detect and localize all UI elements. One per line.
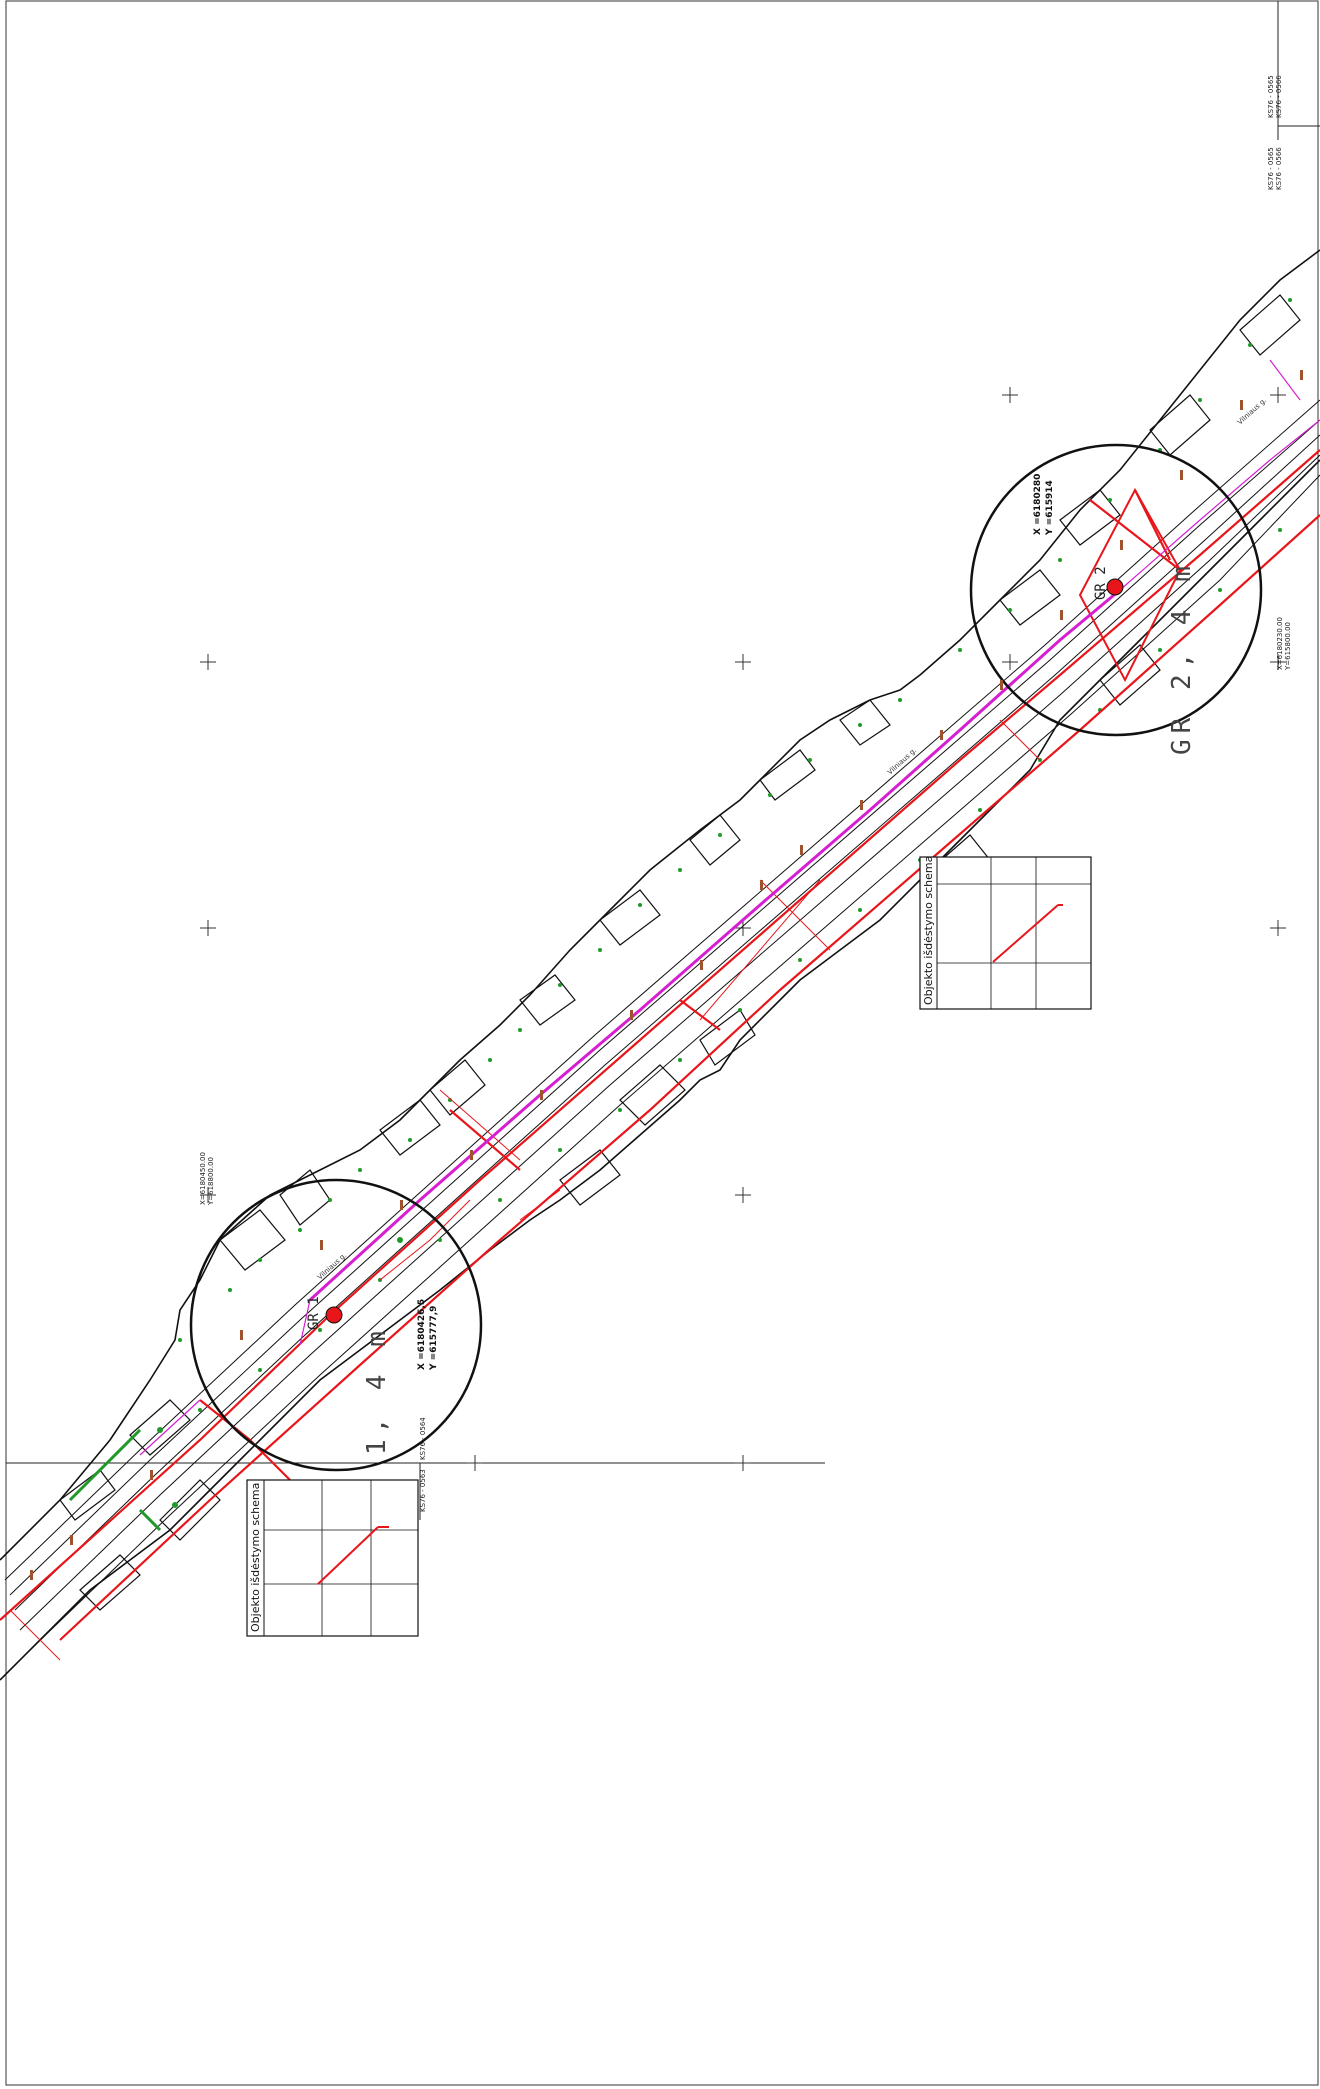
grid-crosses [200,387,1286,1471]
sheet-grid-top-right [1277,1,1320,140]
coord-label-2-x: X=6180230.00 [1276,617,1284,670]
survey-annotations [30,370,1303,1580]
gr2-x-coord: X =6180280 [1033,474,1043,535]
schema-box-2-title: Objekto išdėstymo schema [922,856,935,1005]
gr2-point [1106,578,1124,596]
sheet-id-top-4: KS76 - 0566 [1275,75,1283,118]
sheet-id-bottom-1: KS76 - 0563 [419,1469,427,1512]
sheet-grid-bottom-left [6,1462,825,1520]
red-main-line-lower [59,514,1320,1641]
gr2-radius-label: GR 2, 4 m [1167,560,1197,755]
marker-gr2: GR 2 GR 2, 4 m X =6180280 Y =615914 [969,443,1263,755]
red-thin-lines [9,719,1041,1661]
parcel-outlines [59,294,1301,1611]
gr1-name: GR 1 [306,1296,322,1330]
gr2-name: GR 2 [1093,566,1109,600]
schema-box-2: Objekto išdėstymo schema [919,856,1092,1010]
road-internal-lines [4,399,1320,1651]
vegetation-marks [157,298,1292,1508]
schema-box-1: Objekto išdėstymo schema [246,1479,419,1637]
marker-gr1: GR 1 GR 1, 4 m X =6180426,5 Y =615777,9 [189,1178,483,1520]
coord-label-2-y: Y=615800.00 [1284,622,1292,671]
gr2-red-frame [1078,487,1182,683]
schema-box-1-title: Objekto išdėstymo schema [249,1483,262,1632]
gr2-y-coord: Y =615914 [1045,480,1055,536]
street-labels: Vilniaus g. Vilniaus g. Vilniaus g. [316,396,1268,1281]
red-main-line-upper [0,449,1320,1621]
page-frame [5,0,1319,2086]
sheet-id-top-1: KS76 - 0565 [1267,147,1275,190]
corridor-upper-boundary [0,249,1320,1561]
coord-label-1-x: X=6180450.00 [199,1152,207,1205]
gr1-y-coord: Y =615777,9 [429,1306,439,1371]
magenta-thin-lines [139,359,1320,1456]
magenta-gas-line [308,588,1121,1302]
sheet-id-bottom-2: KS76 - 0564 [419,1417,427,1460]
street-label-1: Vilniaus g. [316,1251,348,1281]
green-curb-segments [68,1428,162,1532]
gr1-x-coord: X =6180426,5 [417,1299,427,1370]
gr2-radius-circle [969,443,1263,737]
sheet-id-top-2: KS76 - 0566 [1275,147,1283,190]
sheet-ids-bottom: KS76 - 0563 KS76 - 0564 [419,1417,427,1512]
coord-label-1-y: Y=618800.00 [207,1157,215,1206]
coordinate-labels: X=6180450.00 Y=618800.00 X=6180230.00 Y=… [199,617,1292,1206]
gr1-radius-circle [189,1178,483,1472]
schema-box-2-route [992,904,1059,963]
road-corridor [0,249,1320,1681]
red-utility-lines [0,449,1320,1641]
sheet-id-top-3: KS76 - 0565 [1267,75,1275,118]
sheet-ids-top: KS76 - 0565 KS76 - 0566 KS76 - 0565 KS76… [1267,75,1283,190]
gr1-point [325,1306,343,1324]
schema-box-1-route [317,1526,379,1585]
